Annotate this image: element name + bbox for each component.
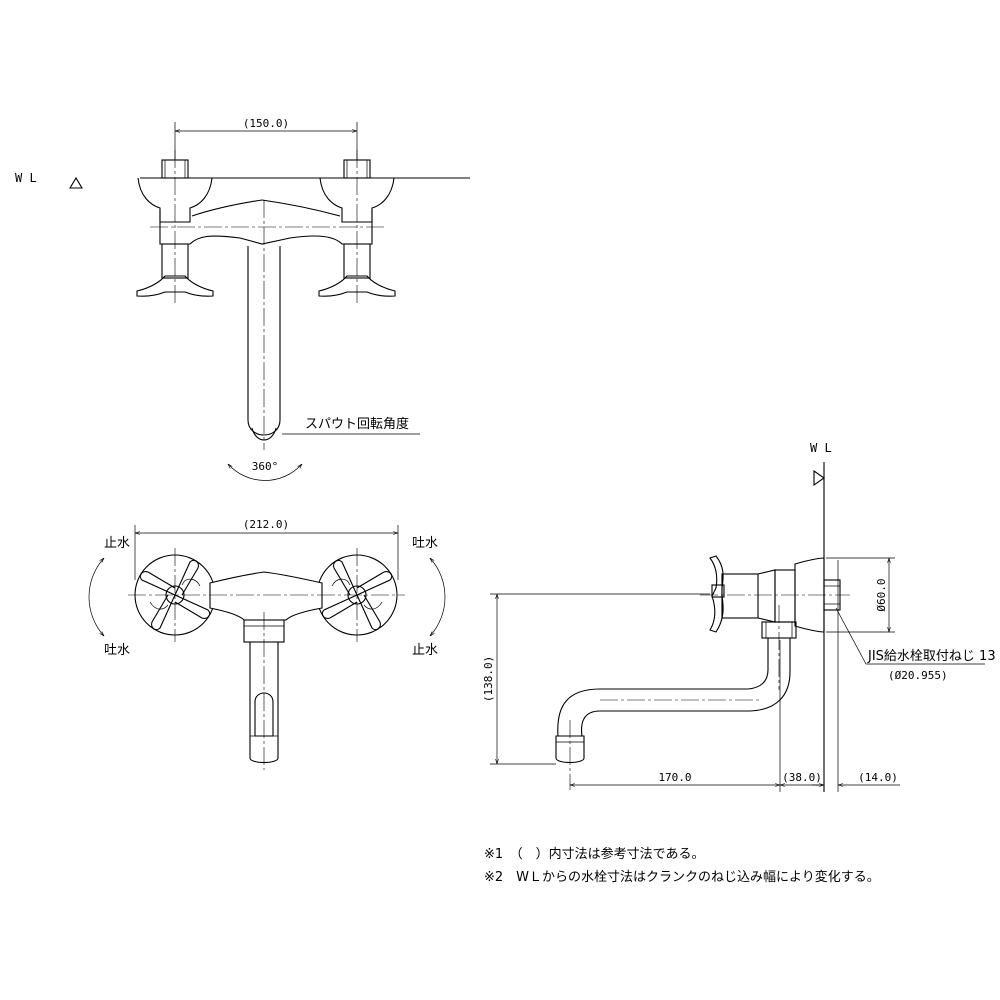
- note-1: ※1 （ ）内寸法は参考寸法である。: [484, 846, 705, 862]
- thread-label: JIS給水栓取付ねじ 13: [867, 649, 996, 664]
- side-spout-pipe-inner: [580, 638, 791, 737]
- dim-150-label: (150.0): [243, 117, 289, 130]
- dim-170-label: 170.0: [658, 771, 691, 784]
- front-view: (212.0): [88, 518, 446, 770]
- left-bottom-label: 吐水: [104, 643, 130, 658]
- rotation-arrow: [228, 464, 302, 481]
- top-view: W L (150.0) スパウト回転角度: [15, 117, 470, 481]
- spout-rotation-label: スパウト回転角度: [305, 416, 409, 432]
- side-view: W L (138.0) Ø60: [482, 441, 996, 792]
- dim-38-label: (38.0): [782, 771, 822, 784]
- left-cross-handle: [139, 559, 211, 631]
- rotation-label: 360°: [252, 460, 279, 473]
- side-wl-label: W L: [810, 441, 832, 455]
- wl-triangle: [69, 176, 83, 189]
- front-body: [209, 571, 323, 621]
- spout-outlet: [254, 692, 274, 737]
- note-2: ※2 WＬからの水栓寸法はクランクのねじ込み幅により変化する。: [484, 869, 880, 885]
- main-body: [159, 210, 373, 245]
- thread-leader: [835, 607, 867, 665]
- side-handle: [709, 555, 724, 633]
- wl-label: W L: [15, 171, 37, 185]
- side-valve-body: [721, 573, 759, 619]
- right-handle: [318, 275, 396, 297]
- left-rotation-arrow: [88, 558, 104, 636]
- dim-14-label: (14.0): [858, 771, 898, 784]
- side-wl-triangle: [813, 469, 825, 487]
- dim-138-label: (138.0): [482, 656, 495, 702]
- spout-pipe: [247, 246, 281, 436]
- left-handle: [136, 275, 214, 297]
- right-cross-handle: [321, 559, 393, 631]
- side-spout-outlet: [555, 735, 585, 764]
- right-top-label: 吐水: [412, 536, 438, 551]
- thread-dia-label: (Ø20.955): [888, 669, 948, 682]
- side-spout-pipe-outer: [557, 638, 769, 737]
- right-rotation-arrow: [430, 558, 446, 636]
- notes: ※1 （ ）内寸法は参考寸法である。 ※2 WＬからの水栓寸法はクランクのねじ込…: [484, 846, 880, 885]
- left-top-label: 止水: [104, 536, 130, 551]
- dim-60-label: Ø60.0: [875, 578, 888, 611]
- side-flange: [794, 557, 825, 633]
- dim-212-label: (212.0): [243, 518, 289, 531]
- right-bottom-label: 止水: [412, 643, 438, 658]
